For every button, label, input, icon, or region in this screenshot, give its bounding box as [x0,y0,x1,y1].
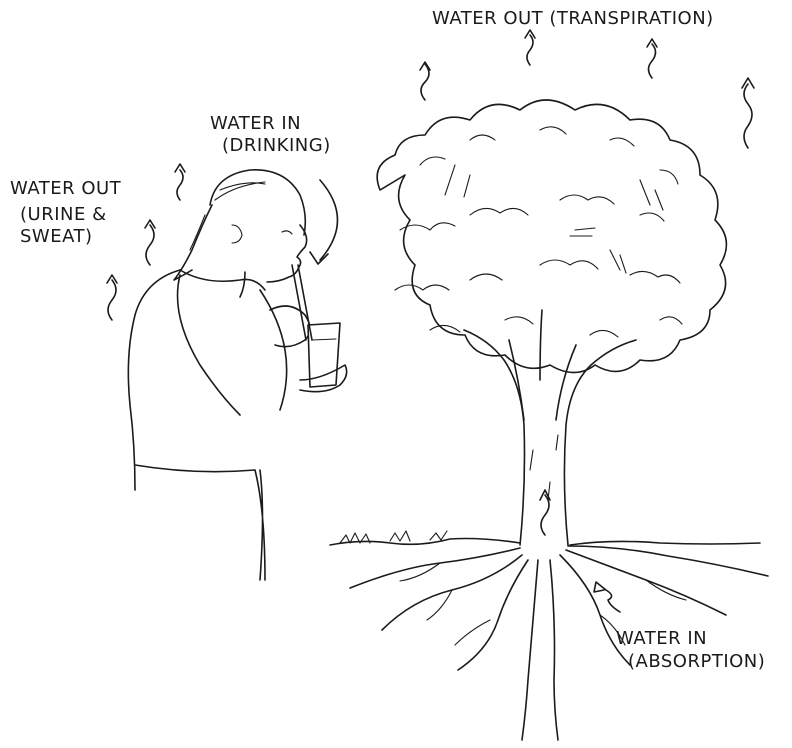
label-water-in-absorption-line1: WATER IN [616,628,707,650]
wavy-arrow-up-icon [145,220,155,265]
ground-line [330,539,760,546]
wavy-arrow-up-icon [420,62,430,100]
tree-canopy [377,100,726,373]
back [128,270,180,490]
woman-drinking [128,170,346,580]
wavy-arrow-up-icon [525,30,535,65]
label-water-in-absorption-line2: (ABSORPTION) [628,651,765,673]
wavy-arrow-up-icon [107,275,117,320]
hair [210,170,305,235]
face [267,225,307,282]
cup [308,323,340,387]
label-water-out-urine-line3: SWEAT) [20,226,93,248]
label-water-in-drinking-line1: WATER IN [210,113,301,135]
wavy-arrow-up-icon [742,78,754,148]
label-water-out-urine-line2: (URINE & [20,204,107,226]
drinking-arrow [320,180,338,260]
label-water-out-transpiration: WATER OUT (TRANSPIRATION) [432,8,714,30]
wavy-arrow-up-icon [175,164,185,200]
trunk-up-arrow-icon [540,490,550,535]
label-water-in-drinking-line2: (DRINKING) [222,135,331,157]
arm-left [178,275,241,415]
wavy-arrow-up-icon [647,39,657,78]
label-water-out-urine-line1: WATER OUT [10,178,121,200]
collar [180,270,265,290]
